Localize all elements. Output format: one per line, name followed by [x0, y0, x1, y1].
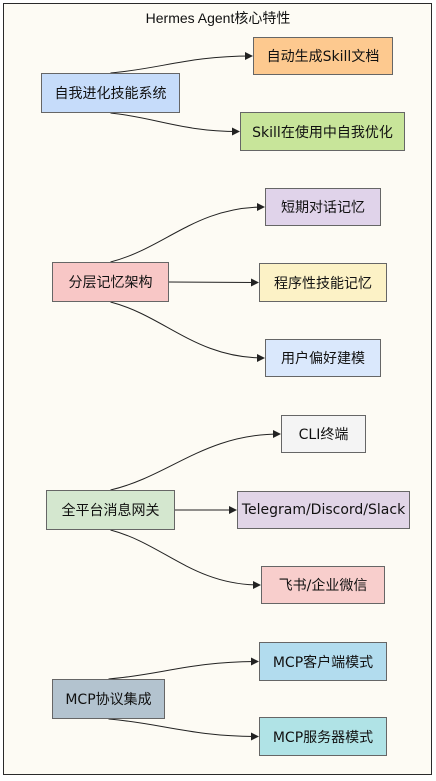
sub-feature-node: 用户偏好建模 — [265, 339, 381, 377]
feature-group-node: 自我进化技能系统 — [41, 73, 180, 113]
connector-arrow — [110, 430, 281, 491]
feature-group-node: MCP协议集成 — [52, 679, 165, 719]
connector-arrow — [110, 529, 261, 589]
sub-feature-node: 飞书/企业微信 — [261, 566, 385, 604]
connector-arrow — [110, 203, 265, 263]
feature-group-node: 全平台消息网关 — [46, 490, 175, 530]
sub-feature-node: 自动生成Skill文档 — [253, 37, 393, 75]
connector-arrow — [110, 52, 253, 74]
sub-feature-node: Skill在使用中自我优化 — [240, 112, 405, 151]
connector-arrow — [168, 278, 259, 287]
sub-feature-node: MCP客户端模式 — [259, 642, 387, 681]
connector-arrow — [108, 657, 259, 680]
feature-group-node: 分层记忆架构 — [52, 262, 169, 302]
sub-feature-node: 程序性技能记忆 — [259, 263, 387, 302]
sub-feature-node: CLI终端 — [281, 415, 366, 453]
sub-feature-node: Telegram/Discord/Slack — [237, 491, 410, 529]
sub-feature-node: MCP服务器模式 — [259, 717, 387, 756]
connector-arrow — [110, 301, 265, 362]
sub-feature-node: 短期对话记忆 — [265, 188, 381, 226]
connector-arrow — [110, 112, 240, 136]
connector-arrow — [108, 718, 259, 741]
diagram-title: Hermes Agent核心特性 — [145, 10, 291, 26]
